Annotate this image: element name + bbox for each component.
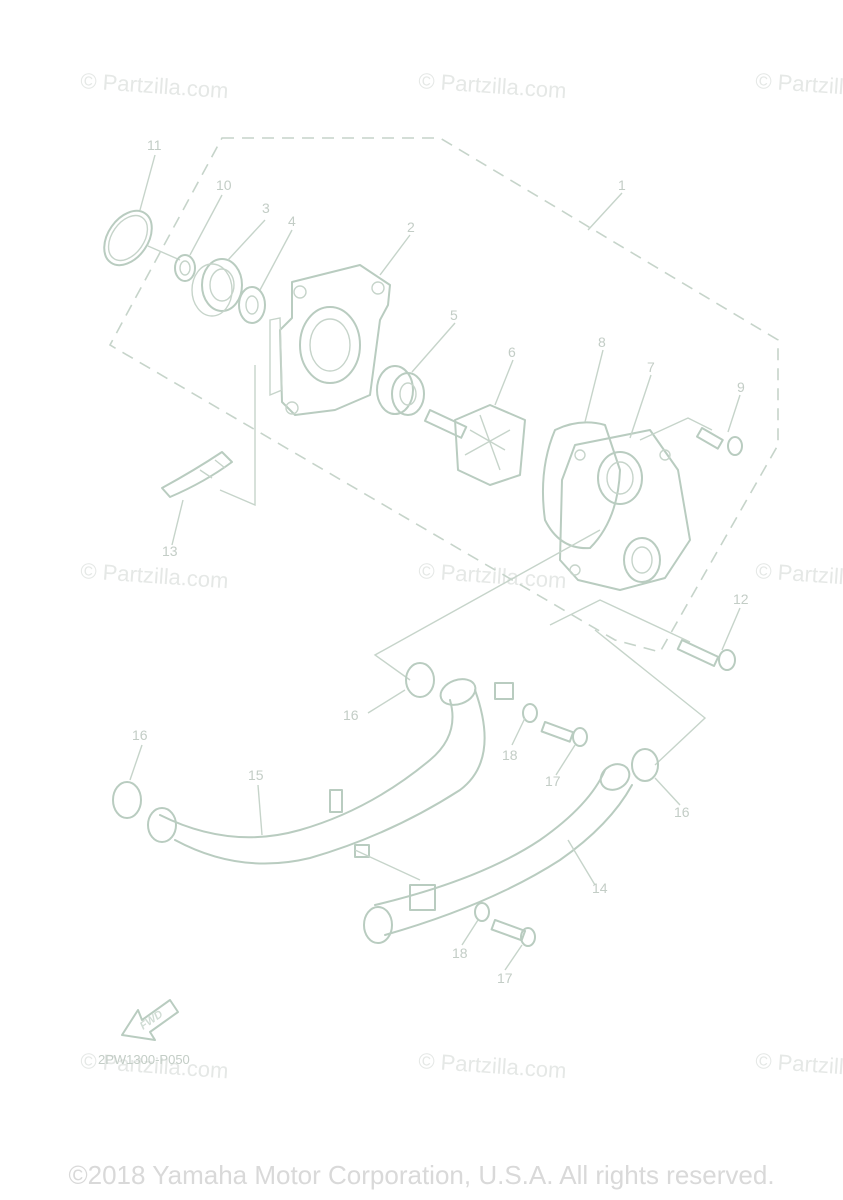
callout-17: 17 [497, 970, 513, 986]
watermark: © Partzilla.com [418, 68, 568, 103]
pump-assembly-outline [108, 137, 779, 653]
leader-lines [129, 154, 741, 971]
callout-10: 10 [216, 177, 232, 193]
watermark: © Partzilla.com [755, 1048, 843, 1083]
part-7-pump-cover [559, 429, 691, 591]
part-5-mechanical-seal [376, 365, 425, 416]
callout-16: 16 [343, 707, 359, 723]
watermark: © Partzilla.com [80, 558, 230, 593]
callout-16: 16 [674, 804, 690, 820]
watermark: © Partzilla.com [755, 68, 843, 103]
copyright-notice: ©2018 Yamaha Motor Corporation, U.S.A. A… [68, 1160, 775, 1190]
part-17-bolt [540, 721, 588, 747]
part-16-o-ring [631, 748, 659, 782]
pipe-connector-line-right [594, 629, 707, 766]
callout-3: 3 [262, 200, 270, 216]
part-17-bolt [490, 919, 536, 947]
part-16-o-ring [112, 781, 142, 819]
callout-5: 5 [450, 307, 458, 323]
part-10-oil-seal [174, 254, 196, 282]
callout-16: 16 [132, 727, 148, 743]
watermark: © Partzilla.com [80, 68, 230, 103]
part-13-bracket [161, 451, 233, 498]
watermark: © Partzilla.com [418, 1048, 568, 1083]
callout-17: 17 [545, 773, 561, 789]
watermark: © Partzilla.com [755, 558, 843, 593]
callout-13: 13 [162, 543, 178, 559]
watermark-layer: © Partzilla.com © Partzilla.com © Partzi… [80, 68, 843, 1083]
part-18-washer [522, 703, 538, 723]
callout-18: 18 [452, 945, 468, 961]
callout-18: 18 [502, 747, 518, 763]
callout-6: 6 [508, 344, 516, 360]
callout-7: 7 [647, 359, 655, 375]
callout-12: 12 [733, 591, 749, 607]
part-2-pump-housing [269, 264, 391, 416]
part-14-pipe [363, 763, 633, 944]
callout-11: 11 [147, 137, 162, 153]
part-4-seal [238, 286, 266, 324]
part-18-washer [474, 902, 490, 922]
watermark: © Partzilla.com [418, 558, 568, 593]
diagram-code: 2PW1300-P050 [98, 1052, 190, 1067]
callout-4: 4 [288, 213, 296, 229]
callout-2: 2 [407, 219, 415, 235]
callout-9: 9 [737, 379, 745, 395]
part-8-gasket [541, 421, 621, 550]
part-12-bolt [676, 639, 736, 671]
callout-14: 14 [592, 880, 608, 896]
part-16-o-ring [405, 662, 435, 698]
part-6-impeller [423, 404, 526, 486]
callout-labels: 11 10 3 4 2 1 5 6 8 7 9 13 12 16 16 15 1… [132, 137, 749, 986]
fwd-arrow-icon: FWD [121, 999, 179, 1041]
part-9-bolt [696, 427, 743, 456]
fwd-label: FWD [138, 1008, 165, 1032]
pipe-connector-line-left [373, 529, 601, 681]
part-11-o-ring [103, 209, 153, 267]
callout-1: 1 [618, 177, 626, 193]
part-3-bearing [191, 258, 243, 317]
callout-8: 8 [598, 334, 606, 350]
part-15-pipe [147, 678, 514, 865]
callout-15: 15 [248, 767, 264, 783]
